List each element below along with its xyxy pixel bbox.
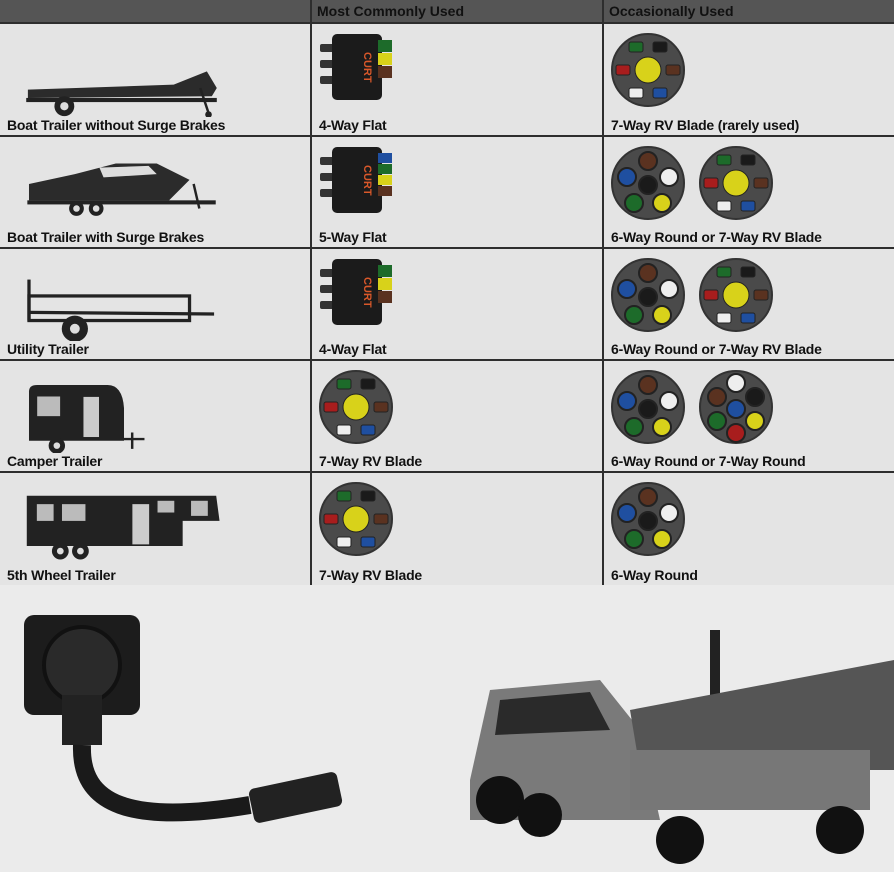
most-common-connector-label: 4-Way Flat	[319, 117, 387, 133]
trailer-type-cell: 5th Wheel Trailer	[0, 473, 310, 585]
occasional-connector-cell: 6-Way Round or 7-Way RV Blade	[604, 137, 894, 247]
boat-trailer-icon	[26, 71, 217, 117]
header-most-common: Most Commonly Used	[312, 0, 602, 22]
seven-to-four-way-adapter-photo	[24, 615, 343, 823]
trailer-type-cell: Utility Trailer	[0, 249, 310, 359]
trailer-type-cell: Camper Trailer	[0, 361, 310, 471]
blade7-connector-icon	[318, 481, 394, 562]
occasional-connector-label: 7-Way RV Blade (rarely used)	[611, 117, 800, 133]
most-common-connector-cell: 7-Way RV Blade	[312, 473, 602, 585]
most-common-connector-cell: CURT 4-Way Flat	[312, 249, 602, 359]
header-trailer-type	[0, 0, 310, 22]
header-occasional: Occasionally Used	[604, 0, 894, 22]
occasional-connector-cell: 6-Way Round or 7-Way Round	[604, 361, 894, 471]
utility-trailer-icon	[27, 279, 215, 341]
flat4-connector-icon: CURT	[318, 32, 398, 107]
trailer-type-label: Boat Trailer with Surge Brakes	[7, 229, 205, 245]
camper-trailer-icon	[28, 385, 145, 453]
occasional-connector-cell: 6-Way Round	[604, 473, 894, 585]
cabin-boat-trailer-icon	[27, 163, 216, 216]
trailer-type-cell: Boat Trailer with Surge Brakes	[0, 137, 310, 247]
most-common-connector-label: 7-Way RV Blade	[319, 453, 423, 469]
svg-text:CURT: CURT	[361, 277, 373, 308]
occasional-connector-label: 6-Way Round or 7-Way Round	[611, 453, 806, 469]
flat4-connector-icon: CURT	[318, 257, 398, 332]
trailer-type-cell: Boat Trailer without Surge Brakes	[0, 24, 310, 135]
svg-text:CURT: CURT	[361, 165, 373, 196]
fifth-wheel-trailer-icon	[26, 495, 220, 560]
trailer-type-label: 5th Wheel Trailer	[7, 567, 116, 583]
most-common-connector-label: 5-Way Flat	[319, 229, 387, 245]
occasional-connector-label: 6-Way Round or 7-Way RV Blade	[611, 341, 822, 357]
trailer-type-label: Camper Trailer	[7, 453, 103, 469]
round6-connector-icon	[610, 145, 686, 226]
round7-connector-icon	[698, 369, 774, 450]
occasional-connector-label: 6-Way Round or 7-Way RV Blade	[611, 229, 822, 245]
blade7-connector-icon	[610, 32, 686, 113]
most-common-connector-cell: 7-Way RV Blade	[312, 361, 602, 471]
most-common-connector-cell: CURT 4-Way Flat	[312, 24, 602, 135]
most-common-connector-label: 4-Way Flat	[319, 341, 387, 357]
most-common-connector-cell: CURT 5-Way Flat	[312, 137, 602, 247]
blade7-connector-icon	[698, 145, 774, 226]
blade7-connector-icon	[698, 257, 774, 338]
occasional-connector-cell: 6-Way Round or 7-Way RV Blade	[604, 249, 894, 359]
round6-connector-icon	[610, 481, 686, 562]
trailer-type-label: Boat Trailer without Surge Brakes	[7, 117, 226, 133]
occasional-connector-cell: 7-Way RV Blade (rarely used)	[604, 24, 894, 135]
trailer-type-label: Utility Trailer	[7, 341, 89, 357]
round6-connector-icon	[610, 257, 686, 338]
suv-towing-kayak-trailer-photo	[470, 630, 894, 864]
flat5-connector-icon: CURT	[318, 145, 398, 220]
trailer-connector-table: Most Commonly Used Occasionally Used Boa…	[0, 0, 894, 585]
round6-connector-icon	[610, 369, 686, 450]
svg-text:CURT: CURT	[361, 52, 373, 83]
blade7-connector-icon	[318, 369, 394, 450]
occasional-connector-label: 6-Way Round	[611, 567, 698, 583]
most-common-connector-label: 7-Way RV Blade	[319, 567, 423, 583]
